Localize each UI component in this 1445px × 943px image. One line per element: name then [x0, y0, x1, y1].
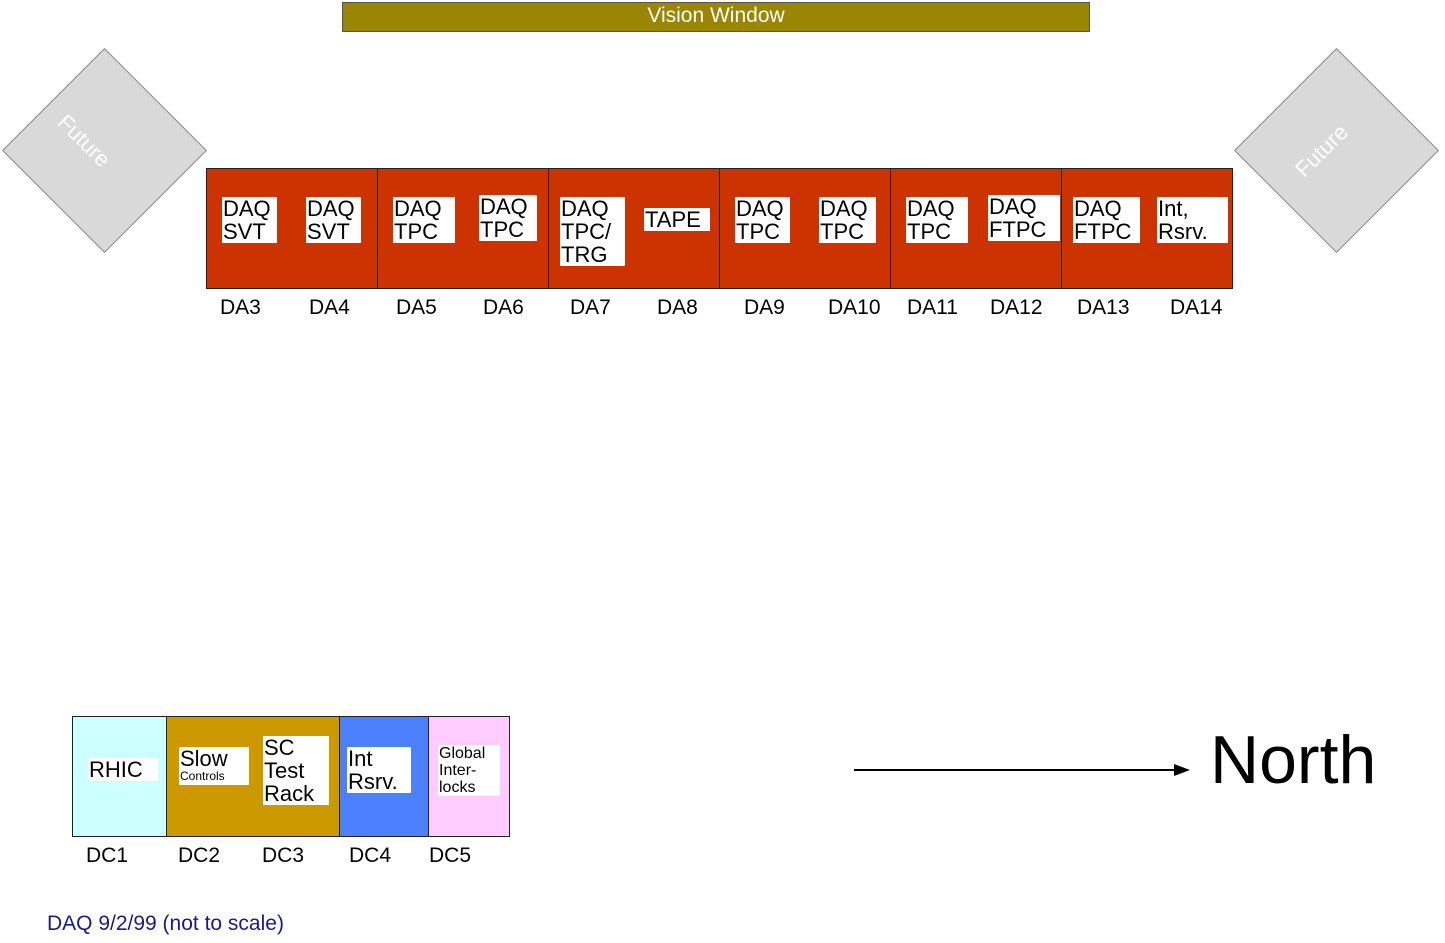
rack-da7-label: DAQ TPC/ TRG: [560, 197, 625, 266]
rack-da6-label: DAQ TPC: [479, 195, 537, 241]
rack-id: DA7: [570, 296, 611, 319]
rack-id: DA4: [309, 296, 350, 319]
rack-da3-label: DAQ SVT: [222, 197, 277, 243]
vision-window: Vision Window: [342, 2, 1090, 32]
slow-label: Slow: [180, 746, 228, 771]
rack-da14-label: Int, Rsrv.: [1157, 197, 1228, 243]
rack-id: DA14: [1170, 296, 1223, 319]
rack-da12-label: DAQ FTPC: [988, 195, 1060, 241]
controls-label: Controls: [180, 769, 225, 783]
rack-divider: [890, 168, 891, 289]
dc-id: DC5: [429, 844, 472, 867]
north-arrow-icon: [854, 764, 1190, 776]
rack-id: DA6: [483, 296, 524, 319]
rack-da5-label: DAQ TPC: [393, 197, 455, 243]
rack-id: DA12: [990, 296, 1043, 319]
rack-divider: [719, 168, 720, 289]
slow-controls-box: Slow Controls: [179, 747, 249, 785]
north-label: North: [1210, 722, 1377, 798]
rack-divider: [548, 168, 549, 289]
rack-divider: [377, 168, 378, 289]
rack-id: DA8: [657, 296, 698, 319]
rack-id: DA13: [1077, 296, 1130, 319]
rack-divider: [1061, 168, 1062, 289]
rack-id: DA5: [396, 296, 437, 319]
rack-da8-label: TAPE: [644, 208, 710, 231]
global-interlocks-label: Global Inter- locks: [438, 745, 500, 796]
dc-id: DC4: [349, 844, 392, 867]
rack-da4-label: DAQ SVT: [306, 197, 361, 243]
rack-id: DA10: [828, 296, 881, 319]
rack-da11-label: DAQ TPC: [906, 197, 968, 243]
footer-note: DAQ 9/2/99 (not to scale): [47, 912, 284, 935]
rack-id: DA3: [220, 296, 261, 319]
dc-id: DC3: [262, 844, 305, 867]
rack-da10-label: DAQ TPC: [819, 197, 876, 243]
int-rsrv-label: Int Rsrv.: [347, 747, 411, 793]
rack-id: DA11: [907, 296, 958, 319]
dc-id: DC1: [86, 844, 129, 867]
rack-da13-label: DAQ FTPC: [1073, 197, 1140, 243]
sc-test-rack-label: SC Test Rack: [263, 736, 329, 805]
rack-da9-label: DAQ TPC: [735, 197, 790, 243]
rhic-label: RHIC: [88, 758, 158, 781]
dc-id: DC2: [178, 844, 221, 867]
rack-id: DA9: [744, 296, 785, 319]
